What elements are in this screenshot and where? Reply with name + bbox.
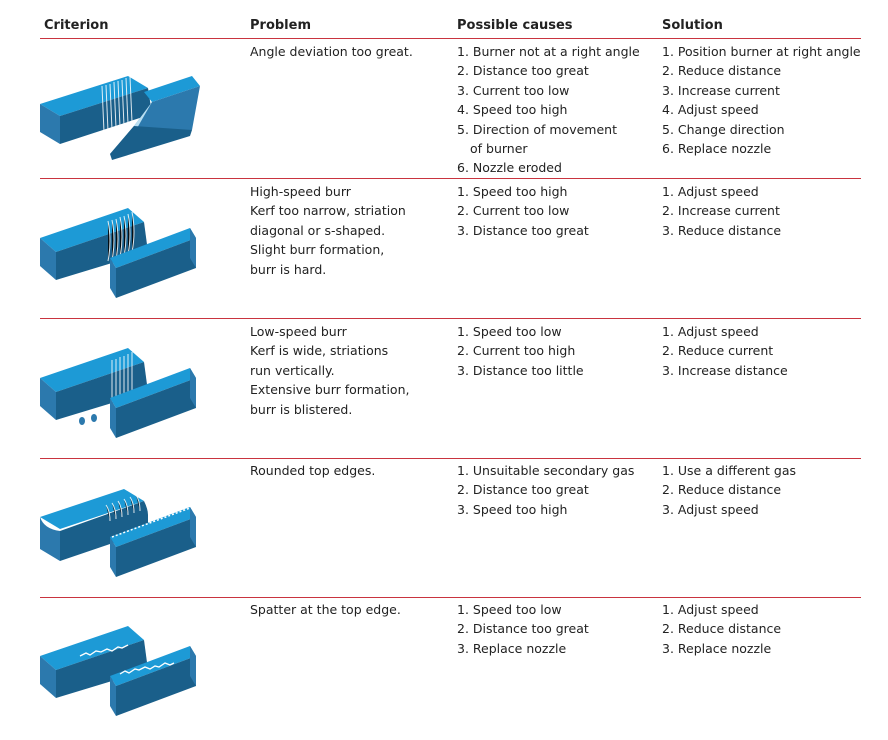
header-problem: Problem [250, 18, 311, 33]
cause-item: 3. Current too low [457, 82, 570, 98]
problem-line: Rounded top edges. [250, 463, 376, 478]
header-criterion: Criterion [44, 18, 109, 33]
table-row: Low-speed burr Kerf is wide, striations … [40, 320, 861, 459]
problem-line: Angle deviation too great. [250, 44, 413, 59]
problem-cell: Angle deviation too great. [250, 42, 445, 61]
problem-line: Slight burr formation, [250, 242, 385, 258]
cause-item: 2. Current too low [457, 203, 570, 219]
problem-cell: Low-speed burr Kerf is wide, striations … [250, 322, 445, 419]
solution-item: 2. Reduce distance [662, 482, 782, 498]
cause-item: 3. Speed too high [457, 501, 568, 517]
solution-item: 6. Replace nozzle [662, 141, 772, 157]
problem-cell: Spatter at the top edge. [250, 600, 445, 619]
causes-cell: 1. Burner not at a right angle 2. Distan… [457, 42, 653, 178]
solution-cell: 1. Use a different gas 2. Reduce distanc… [662, 461, 861, 519]
solution-cell: 1. Position burner at right angle 2. Red… [662, 42, 861, 158]
solution-item: 1. Adjust speed [662, 324, 759, 339]
problem-line: Kerf is wide, striations [250, 343, 389, 359]
spatter-illustration [40, 626, 196, 716]
header-causes: Possible causes [457, 18, 573, 33]
solution-item: 2. Increase current [662, 203, 780, 219]
cause-item: 3. Distance too great [457, 222, 589, 238]
problem-line: diagonal or s-shaped. [250, 222, 386, 238]
cause-item: 2. Distance too great [457, 63, 589, 79]
row-divider [40, 597, 861, 598]
table-row: High-speed burr Kerf too narrow, striati… [40, 180, 861, 319]
causes-cell: 1. Speed too low 2. Distance too great 3… [457, 600, 653, 658]
cause-item: 1. Speed too low [457, 324, 562, 339]
table-row: Rounded top edges. 1. Unsuitable seconda… [40, 459, 861, 598]
solution-item: 3. Replace nozzle [662, 640, 772, 656]
cause-item: 5. Direction of movement [457, 121, 617, 137]
causes-cell: 1. Unsuitable secondary gas 2. Distance … [457, 461, 653, 519]
cause-item: 1. Speed too high [457, 184, 568, 199]
problem-line: High-speed burr [250, 184, 351, 199]
solution-item: 3. Reduce distance [662, 222, 782, 238]
solution-cell: 1. Adjust speed 2. Increase current 3. R… [662, 182, 861, 240]
solution-cell: 1. Adjust speed 2. Reduce current 3. Inc… [662, 322, 861, 380]
solution-item: 1. Adjust speed [662, 184, 759, 199]
solution-item: 5. Change direction [662, 121, 785, 137]
solution-cell: 1. Adjust speed 2. Reduce distance 3. Re… [662, 600, 861, 658]
solution-item: 2. Reduce current [662, 343, 774, 359]
header-solution: Solution [662, 18, 723, 33]
low-speed-burr-illustration [40, 348, 196, 438]
cause-item-continuation: of burner [470, 141, 528, 157]
problem-line: Extensive burr formation, [250, 382, 410, 398]
problem-line: burr is hard. [250, 261, 327, 277]
rounded-edges-illustration [40, 489, 196, 577]
cause-item: 2. Distance too great [457, 482, 589, 498]
problem-line: Kerf too narrow, striation [250, 203, 406, 219]
cause-item: 6. Nozzle eroded [457, 160, 562, 176]
table-row: Spatter at the top edge. 1. Speed too lo… [40, 598, 861, 738]
cause-item: 3. Replace nozzle [457, 640, 567, 656]
causes-cell: 1. Speed too low 2. Current too high 3. … [457, 322, 653, 380]
problem-cell: Rounded top edges. [250, 461, 445, 480]
solution-item: 1. Adjust speed [662, 602, 759, 617]
solution-item: 3. Adjust speed [662, 501, 759, 517]
solution-item: 1. Use a different gas [662, 463, 797, 478]
row-divider [40, 318, 861, 319]
angle-deviation-illustration [40, 76, 200, 160]
solution-item: 2. Reduce distance [662, 63, 782, 79]
solution-item: 4. Adjust speed [662, 102, 759, 118]
row-divider [40, 458, 861, 459]
row-divider [40, 178, 861, 179]
problem-line: Spatter at the top edge. [250, 602, 401, 617]
problem-cell: High-speed burr Kerf too narrow, striati… [250, 182, 445, 279]
solution-item: 3. Increase current [662, 82, 780, 98]
solution-item: 2. Reduce distance [662, 621, 782, 637]
table-row: Angle deviation too great. 1. Burner not… [40, 40, 861, 179]
high-speed-burr-illustration [40, 208, 196, 298]
problem-line: Low-speed burr [250, 324, 347, 339]
cause-item: 2. Distance too great [457, 621, 589, 637]
cause-item: 2. Current too high [457, 343, 576, 359]
solution-item: 1. Position burner at right angle [662, 44, 861, 59]
cause-item: 1. Unsuitable secondary gas [457, 463, 635, 478]
cause-item: 3. Distance too little [457, 362, 584, 378]
problem-line: burr is blistered. [250, 401, 353, 417]
causes-cell: 1. Speed too high 2. Current too low 3. … [457, 182, 653, 240]
problem-line: run vertically. [250, 362, 335, 378]
table-header: Criterion Problem Possible causes Soluti… [40, 16, 861, 39]
cause-item: 1. Burner not at a right angle [457, 44, 640, 59]
cause-item: 4. Speed too high [457, 102, 568, 118]
cause-item: 1. Speed too low [457, 602, 562, 617]
solution-item: 3. Increase distance [662, 362, 788, 378]
